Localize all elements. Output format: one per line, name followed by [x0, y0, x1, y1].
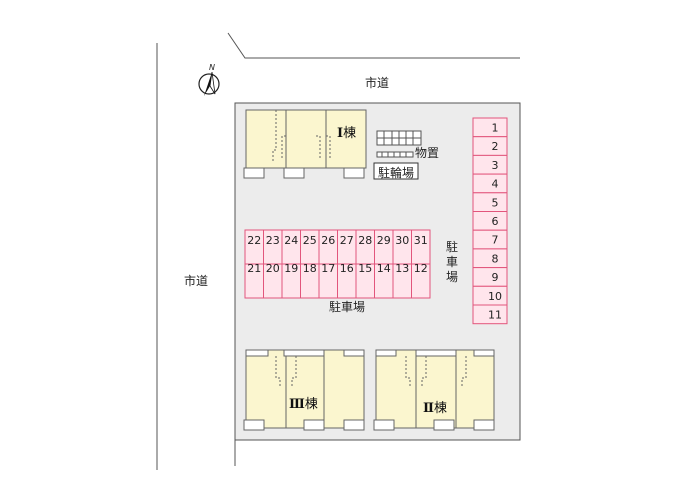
- north-label: N: [209, 63, 215, 72]
- parking-space-3: [472, 154, 508, 175]
- parking-number-20: 20: [266, 262, 280, 275]
- storage-shed: [376, 130, 422, 146]
- parking-space-2: [472, 136, 508, 156]
- building-3-label: Ⅲ棟: [289, 393, 318, 412]
- parking-number-7: 7: [492, 234, 499, 247]
- parking-number-31: 31: [414, 234, 428, 247]
- building-2-numeral: Ⅱ: [423, 401, 434, 416]
- parking-number-10: 10: [488, 290, 502, 303]
- parking-number-27: 27: [340, 234, 354, 247]
- parking-center: 22 23 24 25 26 27 28 29 30 31 21 20 19 18 17 16 15 14 13 12: [244, 229, 431, 299]
- parking-number-9: 9: [492, 271, 499, 284]
- building-3-numeral: Ⅲ: [289, 397, 305, 412]
- parking-number-19: 19: [284, 262, 298, 275]
- parking-number-30: 30: [395, 234, 409, 247]
- parking-number-15: 15: [358, 262, 372, 275]
- parking-right-char-2: 車: [446, 255, 459, 269]
- parking-number-25: 25: [303, 234, 317, 247]
- left-road-label: 市道: [184, 274, 209, 288]
- parking-number-23: 23: [266, 234, 280, 247]
- north-arrow-icon: [198, 71, 220, 96]
- parking-number-17: 17: [321, 262, 335, 275]
- parking-space-12: [411, 263, 431, 299]
- parking-space-4: [472, 173, 508, 194]
- parking-space-5: [472, 192, 508, 213]
- parking-number-26: 26: [321, 234, 335, 247]
- parking-number-21: 21: [247, 262, 261, 275]
- parking-number-3: 3: [492, 159, 499, 172]
- parking-space-7: [472, 229, 508, 250]
- building-2: [373, 349, 495, 431]
- building-1-label: Ⅰ棟: [337, 122, 356, 141]
- building-3: [243, 349, 365, 431]
- bicycle-parking-box: [373, 162, 419, 180]
- parking-number-8: 8: [492, 252, 499, 265]
- parking-space-1: [472, 117, 508, 138]
- parking-number-24: 24: [284, 234, 298, 247]
- parking-space-9: [472, 267, 508, 287]
- building-1-suffix: 棟: [343, 126, 357, 141]
- parking-number-5: 5: [492, 196, 499, 209]
- bicycle-parking-label: 駐輪場: [378, 166, 415, 180]
- parking-number-14: 14: [377, 262, 391, 275]
- parking-number-2: 2: [492, 140, 499, 153]
- parking-right-char-3: 場: [446, 270, 459, 284]
- parking-center-label: 駐車場: [329, 300, 366, 314]
- top-road-edge: [227, 32, 520, 59]
- parking-space-6: [472, 211, 508, 231]
- parking-number-1: 1: [492, 122, 499, 135]
- parking-space-8: [472, 248, 508, 269]
- parking-number-11: 11: [488, 309, 502, 322]
- storage-label: 物置: [415, 146, 440, 160]
- parking-right-label: 駐 車 場: [446, 240, 458, 285]
- parking-number-28: 28: [358, 234, 372, 247]
- parking-number-4: 4: [492, 178, 499, 191]
- parking-space-11: [472, 304, 508, 325]
- parking-number-6: 6: [492, 215, 499, 228]
- building-2-suffix: 棟: [433, 401, 447, 416]
- parking-number-29: 29: [377, 234, 391, 247]
- parking-number-13: 13: [395, 262, 409, 275]
- parking-number-12: 12: [414, 262, 428, 275]
- bicycle-rack: [376, 151, 414, 158]
- parking-number-22: 22: [247, 234, 261, 247]
- parking-right: 1 2 3 4 5 6 7 8 9 10 11: [472, 117, 508, 325]
- building-1: [243, 109, 367, 179]
- top-road-label: 市道: [365, 76, 390, 90]
- parking-number-16: 16: [340, 262, 354, 275]
- parking-number-18: 18: [303, 262, 317, 275]
- building-1-numeral: Ⅰ: [337, 126, 344, 141]
- parking-right-char-1: 駐: [446, 240, 459, 254]
- building-3-suffix: 棟: [304, 397, 318, 412]
- building-2-label: Ⅱ棟: [423, 397, 447, 416]
